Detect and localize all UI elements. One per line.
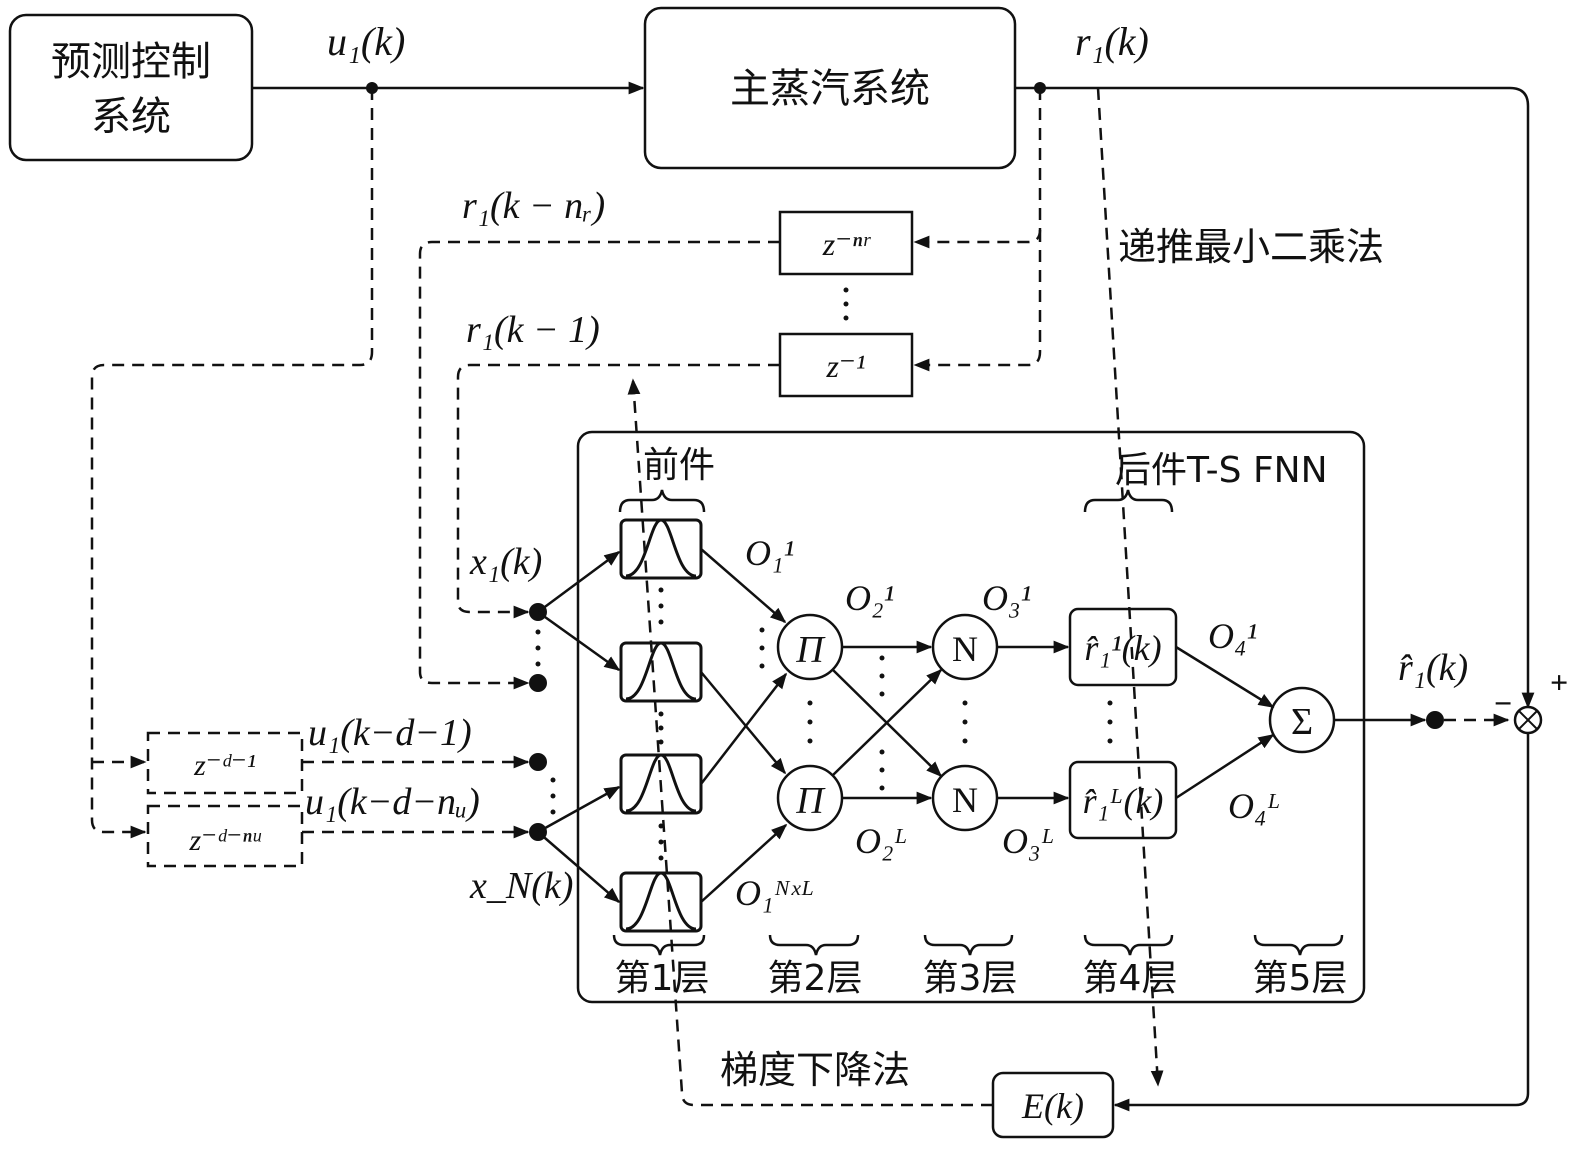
sum-node-label: Σ — [1291, 701, 1313, 743]
minus-sign: − — [1494, 685, 1512, 721]
layer2-dots — [759, 627, 813, 744]
norm-node-1-label: N — [952, 629, 978, 669]
input-vertical-dots — [535, 629, 556, 815]
mf3-to-prod1 — [700, 672, 787, 785]
delay-nr-label: z⁻ⁿʳ — [822, 226, 871, 262]
delay-1-label: z⁻¹ — [826, 348, 866, 384]
gd-label: 梯度下降法 — [720, 1048, 910, 1092]
mf2-to-prod2 — [700, 671, 787, 775]
output-node — [1426, 711, 1444, 729]
r1k-label: r₁(k) — [1075, 19, 1149, 64]
O1-1-label: O₁¹ — [745, 533, 794, 573]
delay-dnu-label: z⁻ᵈ⁻ⁿᵘ — [189, 824, 262, 857]
product-node-1: Π — [776, 613, 844, 681]
mf-block-4 — [619, 871, 703, 933]
mf-block-2 — [619, 641, 703, 703]
norm-node-2-label: N — [952, 780, 978, 820]
layer-2-label: 第2层 — [768, 958, 863, 999]
product-node-2-label: Π — [795, 780, 826, 822]
input-node-r1-k-nr — [529, 674, 547, 692]
predictive-control-label-2: 系统 — [91, 94, 171, 140]
feedback-to-error-line — [1113, 733, 1530, 1112]
error-block: E(k) — [991, 1071, 1115, 1139]
consequent-brace — [1083, 489, 1174, 513]
input-node-u1-kd1 — [529, 753, 547, 771]
x1-to-mf2 — [537, 610, 621, 672]
O3-L-label: O₃ᴸ — [1002, 821, 1055, 861]
cons1-to-sum — [1175, 645, 1275, 709]
layer-3-label: 第3层 — [923, 958, 1018, 999]
predictive-control-label-1: 预测控制 — [51, 39, 211, 85]
u1-delay-branch-line — [90, 88, 374, 839]
consequent-label: 后件T-S FNN — [1115, 450, 1328, 491]
mf-vertical-dots — [658, 587, 664, 861]
prod2-to-norm1 — [832, 668, 943, 776]
product-node-2: Π — [776, 764, 844, 832]
premise-label: 前件 — [643, 445, 715, 486]
delay-nr-block: z⁻ⁿʳ — [778, 210, 914, 276]
r1hat-label: r̂₁(k) — [1398, 647, 1468, 689]
r1-k-nr-label: r₁(k − nᵣ) — [462, 185, 605, 227]
x1-to-mf1 — [537, 550, 621, 614]
xN-to-mf4 — [537, 831, 621, 904]
sum-node: Σ — [1268, 686, 1336, 754]
delay-vertical-dots — [843, 287, 849, 321]
xNk-label: x_N(k) — [469, 865, 573, 907]
cons2-to-sum — [1175, 733, 1275, 800]
rls-label: 递推最小二乘法 — [1118, 225, 1384, 269]
mf4-to-prod2 — [700, 823, 788, 903]
consequent-block-2: r̂₁ᴸ(k) — [1068, 760, 1178, 840]
layer-1-label: 第1层 — [615, 958, 710, 999]
delay-d1-label: z⁻ᵈ⁻¹ — [193, 749, 256, 782]
premise-brace — [618, 489, 706, 513]
product-node-1-label: Π — [795, 629, 826, 671]
r1-output-line — [1015, 86, 1535, 709]
xN-to-mf3 — [537, 785, 621, 834]
O3-1-label: O₃¹ — [982, 578, 1031, 618]
x1k-label: x₁(k) — [469, 541, 542, 583]
u1-kd1-label: u₁(k−d−1) — [308, 712, 472, 754]
consequent-bottom-label: r̂₁ᴸ(k) — [1083, 781, 1164, 821]
main-steam-system-block: 主蒸汽系统 — [643, 6, 1017, 170]
O4-L-label: O₄ᴸ — [1228, 786, 1281, 826]
main-steam-label: 主蒸汽系统 — [730, 66, 930, 112]
O4-1-label: O₄¹ — [1208, 616, 1257, 656]
delay-d1-block: z⁻ᵈ⁻¹ — [146, 731, 304, 795]
norm-node-2: N — [931, 764, 999, 832]
rls-line — [1096, 87, 1164, 1087]
layer-5-label: 第5层 — [1253, 958, 1348, 999]
plus-sign: + — [1550, 664, 1568, 700]
comparator-icon — [1513, 705, 1543, 735]
delay-dnu-block: z⁻ᵈ⁻ⁿᵘ — [146, 804, 304, 868]
predictive-control-block: 预测控制 系统 — [8, 13, 254, 162]
consequent-top-label: r̂₁¹(k) — [1084, 628, 1161, 668]
layer3-dots — [879, 655, 968, 791]
u1-kdnu-label: u₁(k−d−nᵤ) — [305, 781, 480, 823]
consequent-block-1: r̂₁¹(k) — [1068, 607, 1178, 687]
O2-L-label: O₂ᴸ — [855, 821, 908, 861]
layer4-dots — [1107, 700, 1113, 744]
norm-node-1: N — [931, 613, 999, 681]
r1-to-delay-1-line — [913, 230, 1042, 372]
delay-1-block: z⁻¹ — [778, 332, 914, 398]
mf1-to-prod1 — [700, 548, 787, 624]
mf-block-1 — [619, 518, 703, 580]
layer-4-label: 第4层 — [1083, 958, 1178, 999]
tsfnn-frame — [576, 430, 1366, 1004]
r1-k-1-line — [456, 363, 780, 619]
r1-k-1-label: r₁(k − 1) — [466, 309, 600, 351]
O2-1-label: O₂¹ — [845, 578, 894, 618]
gradient-descent-line — [627, 378, 993, 1107]
error-label: E(k) — [1021, 1086, 1084, 1126]
u1k-label: u₁(k) — [327, 19, 405, 64]
O1-NL-label: O₁ᴺˣᴸ — [735, 873, 815, 913]
bottom-braces — [612, 934, 1344, 956]
